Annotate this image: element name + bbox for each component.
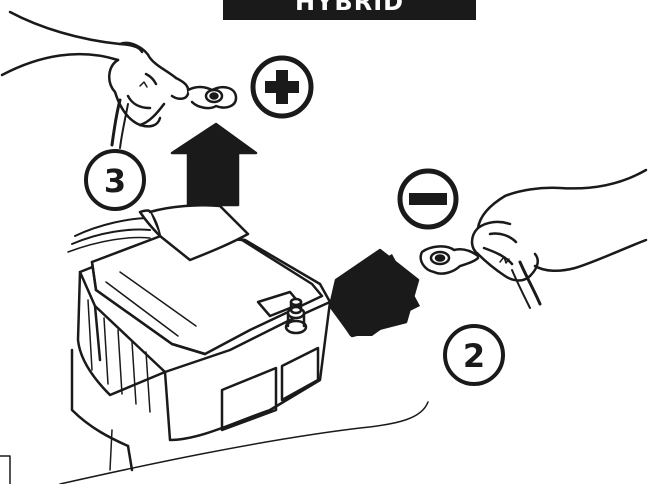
engine-bay-outline	[0, 402, 428, 484]
step-3-number: 3	[104, 162, 126, 200]
right-arrow	[330, 250, 420, 336]
plus-icon	[253, 58, 311, 116]
minus-icon	[400, 171, 456, 227]
step-3-badge: 3	[86, 151, 144, 209]
battery	[68, 205, 330, 470]
upper-hand	[2, 12, 236, 148]
up-arrow	[172, 124, 256, 205]
step-2-badge: 2	[445, 326, 503, 384]
step-2-number: 2	[463, 337, 485, 375]
